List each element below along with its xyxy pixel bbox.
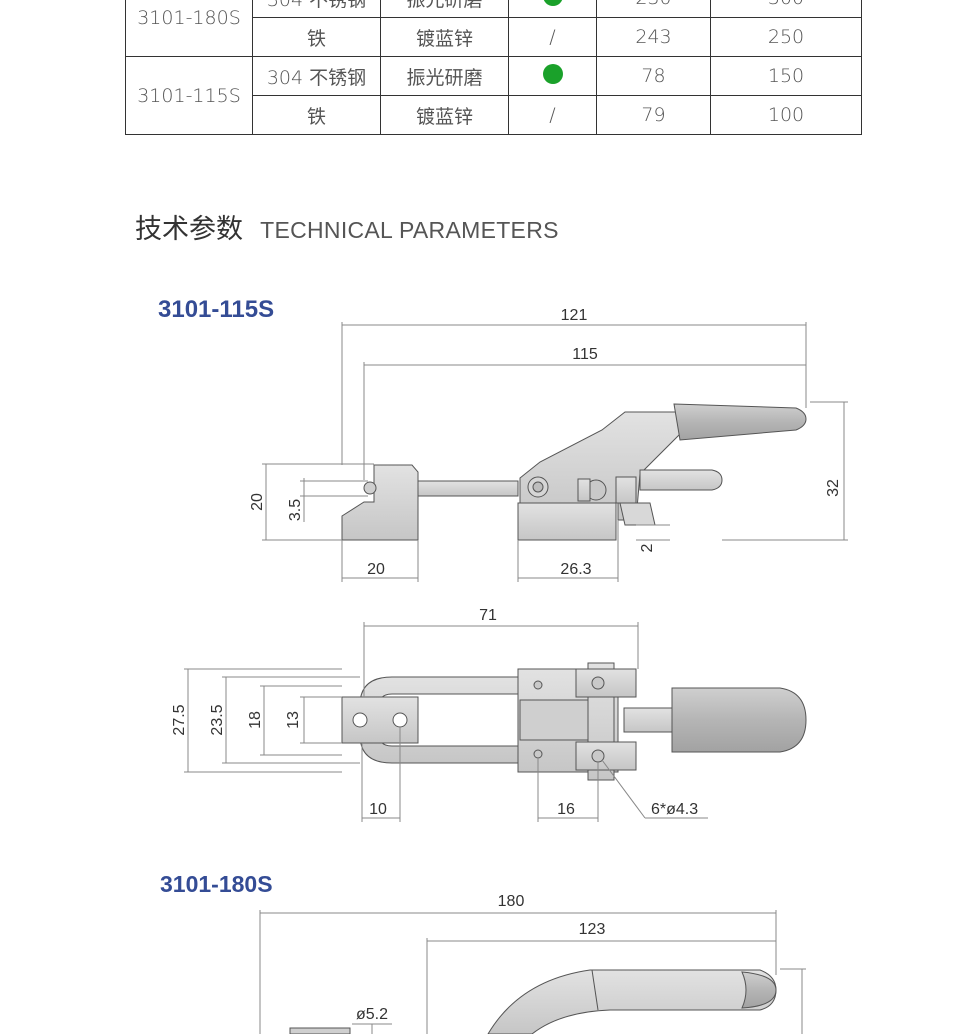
- section-title-en: TECHNICAL PARAMETERS: [260, 217, 559, 243]
- dim-length: 115: [572, 346, 598, 363]
- side-view-dimensions: [262, 322, 848, 582]
- value-cell: 100: [710, 95, 862, 135]
- dim-180-dia: ø5.2: [356, 1006, 388, 1023]
- spring-latch: [619, 502, 656, 526]
- finish-cell: 镀蓝锌: [380, 17, 509, 57]
- mark-cell: /: [508, 95, 597, 135]
- table-row: 铁 镀蓝锌 / 79 100: [126, 95, 862, 135]
- spec-table: 3101-180S 304 不锈钢 振光研磨 230 300 铁 镀蓝锌 / 2…: [125, 0, 862, 135]
- dim-hole-span: 10: [369, 801, 387, 818]
- hook-block: [341, 464, 419, 541]
- table-row: 3101-180S 304 不锈钢 振光研磨 230 300: [125, 0, 862, 57]
- dim-height-right: 32: [825, 479, 842, 497]
- section-title: 技术参数 TECHNICAL PARAMETERS: [135, 207, 559, 246]
- status-dot-icon: [542, 63, 563, 84]
- value-cell: 250: [710, 17, 862, 57]
- dim-holes: 6*ø4.3: [651, 801, 698, 818]
- value-cell: 79: [596, 95, 711, 135]
- dim-w4: 13: [285, 711, 302, 729]
- material-cell: 铁: [252, 95, 381, 135]
- base-plate: [517, 502, 617, 541]
- dim-gap: 2: [639, 543, 656, 552]
- dim-overall: 121: [561, 307, 588, 324]
- second-model-part: [289, 969, 777, 1034]
- finish-cell: 镀蓝锌: [380, 95, 509, 135]
- material-cell: 304 不锈钢: [252, 56, 381, 96]
- side-view: [341, 403, 807, 541]
- hook-pin: [363, 481, 377, 495]
- dim-w1: 27.5: [171, 704, 188, 735]
- dim-180-overall: 180: [498, 893, 525, 910]
- material-cell: 铁: [252, 17, 381, 57]
- second-base: [289, 1027, 351, 1034]
- dim-base-mid: 26.3: [560, 561, 591, 578]
- status-dot-icon: [542, 0, 563, 6]
- clamp-body: [519, 411, 681, 521]
- curved-handle: [487, 969, 777, 1034]
- dim-w2: 23.5: [209, 704, 226, 735]
- model-cell: 3101-180S: [125, 0, 253, 57]
- value-cell: 78: [596, 56, 711, 96]
- section-title-cn: 技术参数: [135, 214, 243, 245]
- model-label-180s: 3101-180S: [160, 871, 273, 897]
- handle-stem: [623, 707, 675, 733]
- dim-180-length: 123: [579, 921, 606, 938]
- dim-slot: 16: [557, 801, 575, 818]
- second-model-dimensions: [259, 910, 806, 1034]
- model-cell: 3101-115S: [125, 56, 253, 135]
- dim-w3: 18: [247, 711, 264, 729]
- nut: [577, 478, 591, 502]
- table-row: 铁 镀蓝锌 / 243 250: [126, 17, 862, 57]
- connecting-rod: [417, 480, 519, 497]
- lever-arm: [639, 469, 723, 491]
- handle-knob: [671, 687, 807, 753]
- handle-grip: [673, 403, 807, 441]
- dim-width: 71: [479, 607, 497, 624]
- model-label-115s: 3101-115S: [158, 296, 275, 323]
- dim-height-left: 20: [249, 493, 266, 511]
- top-view-dimensions: [184, 622, 708, 822]
- nut: [615, 476, 637, 504]
- dim-pin-offset: 3.5: [287, 499, 304, 521]
- finish-cell: 振光研磨: [380, 56, 509, 96]
- value-cell: 150: [710, 56, 862, 96]
- dim-base-left: 20: [367, 561, 385, 578]
- top-view: [341, 662, 807, 781]
- table-row: 3101-115S 304 不锈钢 振光研磨 78 150: [125, 56, 862, 135]
- handle-end-cap: [741, 971, 777, 1009]
